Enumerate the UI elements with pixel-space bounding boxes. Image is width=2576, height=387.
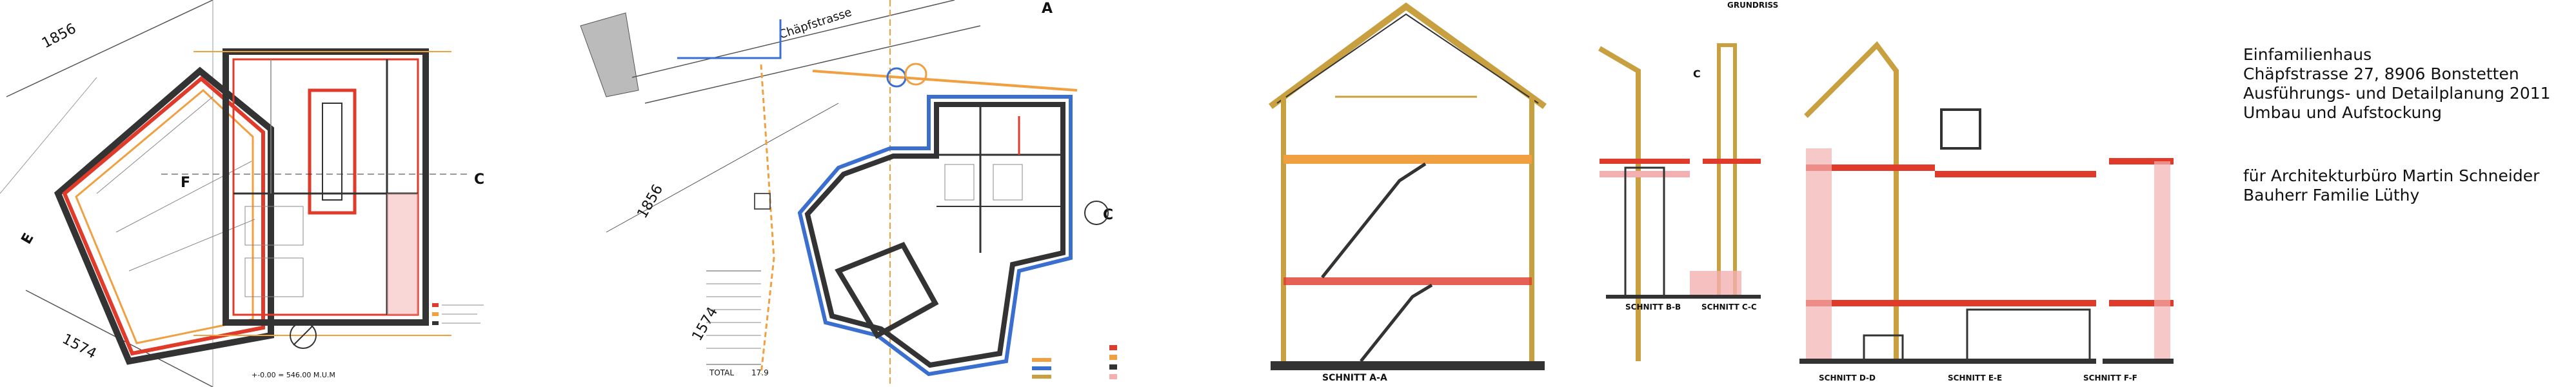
sections-drawing: SCHNITT A-A SCHNITT B-B SCHNITT C-C GRUN… [1269, 1, 2174, 383]
floor-plan-2-drawing: Chäpfstrasse 1856 1574 A C [580, 0, 1117, 387]
plan2-dim-b: 1574 [689, 304, 722, 344]
marker-c: C [1693, 68, 1701, 80]
info-line-2: Chäpfstrasse 27, 8906 Bonstetten [2243, 64, 2519, 83]
info-line-6: Bauherr Familie Lüthy [2243, 186, 2420, 204]
plan1-elevation: +-0.00 = 546.00 M.U.M [252, 371, 335, 379]
section-ff [2103, 158, 2174, 364]
plan2-total-label: TOTAL [709, 368, 734, 377]
plan1-main-block [193, 48, 451, 336]
sections-panel: SCHNITT A-A SCHNITT B-B SCHNITT C-C GRUN… [1238, 0, 2232, 387]
floor-plan-1-drawing: 1856 1574 F C E [0, 0, 484, 387]
project-info: Einfamilienhaus Chäpfstrasse 27, 8906 Bo… [2243, 45, 2566, 205]
label-grundriss: GRUNDRISS [1727, 1, 1778, 10]
plan2-building [797, 95, 1073, 377]
floor-plan-panel-2: Chäpfstrasse 1856 1574 A C [568, 0, 1213, 387]
info-line-5: für Architekturbüro Martin Schneider [2243, 166, 2540, 185]
plan1-legend [432, 303, 484, 325]
info-line-4: Umbau und Aufstockung [2243, 103, 2442, 122]
plan1-mark-e: E [19, 230, 37, 247]
plan2-street: Chäpfstrasse [777, 5, 853, 41]
plan1-mark-f: F [181, 175, 190, 191]
plan1-dim-a: 1856 [39, 21, 79, 52]
north-arrow-icon [290, 322, 317, 349]
section-bb [1598, 46, 1690, 361]
label-schnitt-bb: SCHNITT B-B [1625, 303, 1681, 312]
plan1-rotated-wing [54, 66, 274, 365]
info-line-3: Ausführungs- und Detailplanung 2011 [2243, 84, 2551, 103]
plan2-area-table [706, 270, 761, 365]
plan2-total-value: 17.9 [751, 368, 769, 377]
section-aa [1269, 2, 1547, 370]
label-schnitt-dd: SCHNITT D-D [1819, 373, 1876, 382]
label-schnitt-ff: SCHNITT F-F [2083, 373, 2137, 382]
label-schnitt-aa: SCHNITT A-A [1322, 373, 1387, 383]
section-dd [1799, 41, 1935, 364]
info-line-1: Einfamilienhaus [2243, 45, 2372, 64]
section-cc [1690, 43, 1761, 299]
section-ee [1935, 108, 2096, 364]
plan2-mark-a: A [1042, 1, 1053, 17]
plan2-legend [1032, 345, 1117, 379]
plan1-mark-c: C [474, 172, 484, 188]
label-schnitt-ee: SCHNITT E-E [1948, 373, 2002, 382]
floor-plan-panel-1: 1856 1574 F C E [0, 0, 568, 387]
plan1-dim-b: 1574 [59, 331, 99, 362]
label-schnitt-cc: SCHNITT C-C [1701, 303, 1757, 312]
